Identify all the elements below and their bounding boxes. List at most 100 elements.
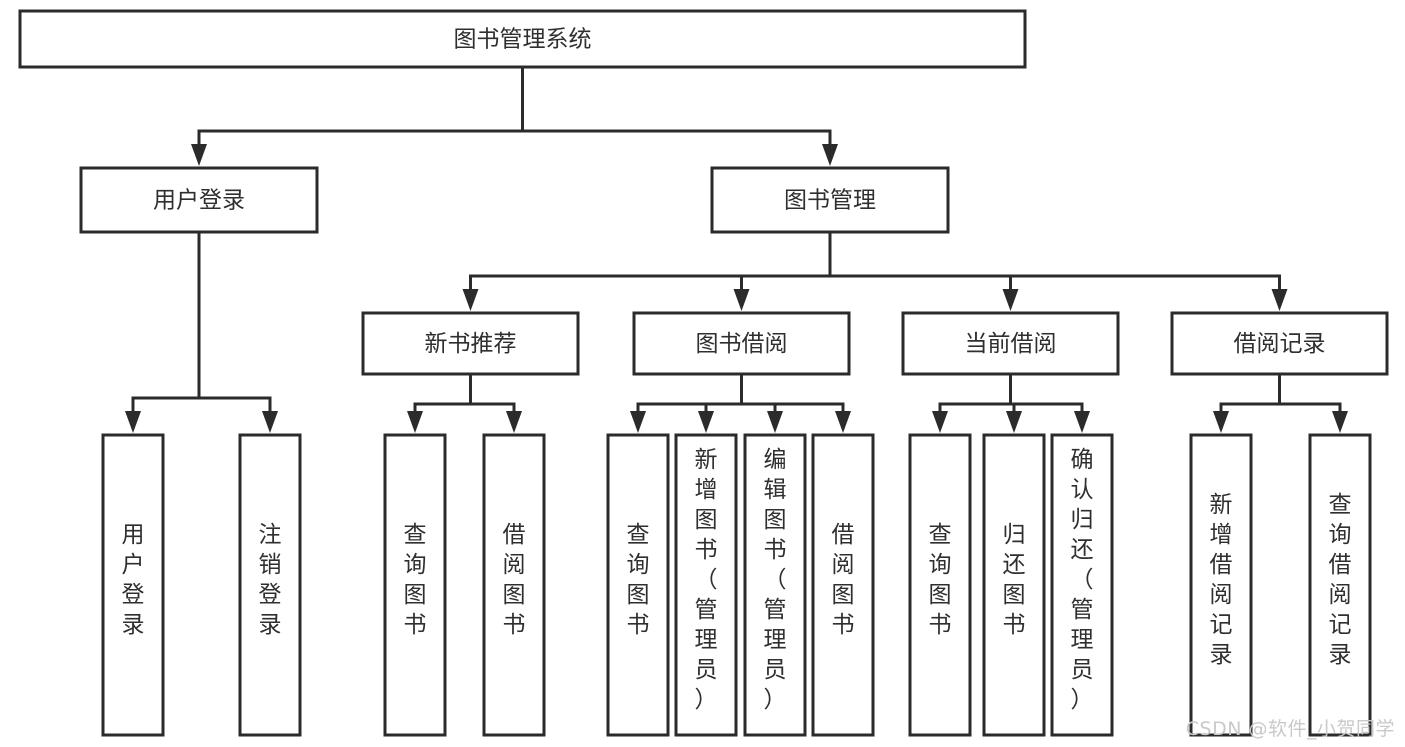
leaf-node-13[interactable]: 查询借阅记录	[1308, 433, 1372, 737]
leaf-node-box[interactable]	[238, 433, 302, 737]
leaf-node-box[interactable]	[1308, 433, 1372, 737]
level3-node-label: 图书借阅	[696, 331, 788, 357]
arrow-head-icon	[822, 144, 838, 166]
arrow-connector	[1213, 402, 1229, 433]
arrow-head-icon	[630, 411, 646, 433]
arrow-connector	[1271, 274, 1288, 311]
leaf-node-1[interactable]: 用户登录	[101, 433, 165, 737]
level3-node-label: 当前借阅	[965, 331, 1057, 357]
arrow-head-icon	[262, 411, 278, 433]
leaf-node-label: 查询图书	[404, 522, 427, 638]
leaf-node-label: 查询图书	[627, 522, 650, 638]
level3-node-2[interactable]: 图书借阅	[632, 311, 851, 376]
arrow-connector	[407, 402, 423, 433]
leaf-node-5[interactable]: 查询图书	[606, 433, 670, 737]
level3-node-3[interactable]: 当前借阅	[901, 311, 1120, 376]
leaf-node-8[interactable]: 借阅图书	[811, 433, 875, 737]
leaf-node-3[interactable]: 查询图书	[383, 433, 447, 737]
level3-node-box[interactable]	[361, 311, 580, 376]
root-node-1[interactable]: 图书管理系统	[18, 9, 1027, 69]
node-layer: 图书管理系统用户登录图书管理新书推荐图书借阅当前借阅借阅记录用户登录注销登录查询…	[18, 9, 1389, 737]
leaf-node-label: 用户登录	[122, 522, 145, 638]
leaf-node-12[interactable]: 新增借阅记录	[1189, 433, 1253, 737]
arrow-connector	[1002, 274, 1019, 311]
level3-node-box[interactable]	[1170, 311, 1389, 376]
arrow-head-icon	[1213, 411, 1229, 433]
leaf-node-label: 借阅图书	[832, 522, 855, 638]
arrow-head-icon	[835, 411, 851, 433]
level3-node-box[interactable]	[901, 311, 1120, 376]
level2-node-label: 图书管理	[784, 188, 876, 214]
arrow-head-icon	[407, 411, 423, 433]
leaf-node-box[interactable]	[606, 433, 670, 737]
leaf-node-box[interactable]	[743, 433, 807, 737]
root-node-box[interactable]	[18, 9, 1027, 69]
leaf-node-label: 注销登录	[259, 522, 282, 638]
level2-node-1[interactable]: 用户登录	[79, 166, 319, 234]
arrow-head-icon	[733, 289, 750, 311]
leaf-node-box[interactable]	[482, 433, 546, 737]
arrow-connector	[733, 274, 750, 311]
level2-node-2[interactable]: 图书管理	[710, 166, 950, 234]
arrow-connector	[1074, 402, 1090, 433]
arrow-head-icon	[462, 289, 479, 311]
leaf-node-2[interactable]: 注销登录	[238, 433, 302, 737]
leaf-node-6[interactable]: 新增图书（管理员）	[674, 433, 738, 737]
leaf-node-box[interactable]	[101, 433, 165, 737]
level2-node-box[interactable]	[710, 166, 950, 234]
leaf-node-box[interactable]	[674, 433, 738, 737]
level3-node-4[interactable]: 借阅记录	[1170, 311, 1389, 376]
arrow-connector	[822, 129, 838, 166]
arrow-head-icon	[125, 411, 141, 433]
arrow-head-icon	[1332, 411, 1348, 433]
arrow-connector	[191, 129, 207, 166]
leaf-node-7[interactable]: 编辑图书（管理员）	[743, 433, 807, 737]
leaf-node-label: 编辑图书（管理员）	[764, 447, 787, 713]
level3-node-label: 借阅记录	[1234, 331, 1326, 357]
arrow-head-icon	[767, 411, 783, 433]
level3-node-label: 新书推荐	[425, 331, 517, 357]
leaf-node-10[interactable]: 归还图书	[982, 433, 1046, 737]
leaf-node-box[interactable]	[982, 433, 1046, 737]
arrow-connector	[932, 402, 948, 433]
arrow-head-icon	[1271, 289, 1288, 311]
leaf-node-label: 新增借阅记录	[1210, 492, 1233, 668]
level3-node-box[interactable]	[632, 311, 851, 376]
arrow-head-icon	[1002, 289, 1019, 311]
level3-node-1[interactable]: 新书推荐	[361, 311, 580, 376]
connector-layer	[125, 65, 1348, 433]
arrow-head-icon	[1074, 411, 1090, 433]
arrow-connector	[262, 396, 278, 433]
leaf-node-box[interactable]	[908, 433, 972, 737]
leaf-node-box[interactable]	[1189, 433, 1253, 737]
leaf-node-box[interactable]	[811, 433, 875, 737]
arrow-connector	[835, 402, 851, 433]
arrow-head-icon	[932, 411, 948, 433]
leaf-node-label: 查询图书	[929, 522, 952, 638]
leaf-node-9[interactable]: 查询图书	[908, 433, 972, 737]
leaf-node-11[interactable]: 确认归还（管理员）	[1050, 433, 1114, 737]
leaf-node-box[interactable]	[1050, 433, 1114, 737]
arrow-connector	[1332, 402, 1348, 433]
leaf-node-label: 查询借阅记录	[1329, 492, 1352, 668]
arrow-connector	[506, 402, 522, 433]
level2-node-label: 用户登录	[153, 188, 245, 214]
leaf-node-label: 新增图书（管理员）	[695, 447, 718, 713]
leaf-node-label: 确认归还（管理员）	[1071, 447, 1094, 713]
arrow-head-icon	[1006, 411, 1022, 433]
root-node-label: 图书管理系统	[454, 27, 592, 53]
leaf-node-4[interactable]: 借阅图书	[482, 433, 546, 737]
arrow-head-icon	[191, 144, 207, 166]
level2-node-box[interactable]	[79, 166, 319, 234]
arrow-connector	[125, 396, 141, 433]
arrow-head-icon	[698, 411, 714, 433]
arrow-connector	[462, 274, 479, 311]
arrow-connector	[630, 402, 646, 433]
arrow-head-icon	[506, 411, 522, 433]
arrow-connector	[1006, 402, 1022, 433]
arrow-connector	[767, 402, 783, 433]
leaf-node-box[interactable]	[383, 433, 447, 737]
leaf-node-label: 借阅图书	[503, 522, 526, 638]
